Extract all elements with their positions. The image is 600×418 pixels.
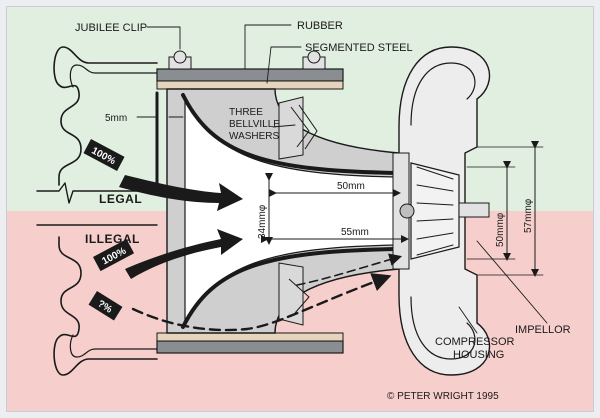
compressor-volute-lower	[410, 296, 476, 360]
leader-impellor	[476, 240, 548, 324]
label-illegal: ILLEGAL	[85, 232, 140, 246]
label-dim-55mm: 55mm	[341, 227, 369, 238]
label-segmented-steel: SEGMENTED STEEL	[305, 42, 413, 54]
leader-rubber	[244, 24, 292, 70]
label-dim-50mm-vert: 50mmφ	[495, 212, 506, 247]
jubilee-band-top	[156, 68, 344, 82]
label-compressor-2: HOUSING	[453, 349, 504, 361]
segmented-steel-top	[156, 80, 344, 90]
label-gap-5mm: 5mm	[105, 113, 127, 124]
bellville-washers	[278, 96, 318, 326]
label-copyright: © PETER WRIGHT 1995	[387, 391, 499, 402]
rubber-hose-lower	[53, 236, 158, 376]
dim-ext-lines	[466, 146, 544, 276]
label-legal: LEGAL	[99, 192, 142, 206]
jubilee-clip-screw-left	[168, 50, 192, 70]
leader-compressor	[458, 306, 478, 334]
insert-lower	[181, 247, 401, 329]
label-dim-50mm: 50mm	[337, 181, 365, 192]
jubilee-band-bottom	[156, 340, 344, 354]
rubber-hose-lower-inner	[69, 334, 158, 358]
diagram-frame: 100% 100% ?% JUBILEE CLIP RUBBER SEGMENT…	[6, 6, 594, 412]
compressor-volute-upper	[410, 62, 476, 126]
impellor	[399, 162, 490, 260]
label-rubber: RUBBER	[297, 20, 343, 32]
leader-bellville	[272, 124, 296, 128]
rubber-hose-upper	[53, 46, 158, 186]
leader-steel	[266, 46, 302, 84]
label-jubilee-clip: JUBILEE CLIP	[75, 22, 147, 34]
jubilee-clip-screw-right	[302, 50, 326, 70]
label-bellville-1: THREE	[229, 107, 263, 118]
insert-upper	[181, 93, 401, 175]
segmented-steel-bottom	[156, 332, 344, 342]
leader-jubilee	[146, 26, 181, 50]
label-impellor: IMPELLOR	[515, 324, 571, 336]
flow-badge-illegal-lower: ?%	[88, 291, 123, 321]
label-bellville-2: BELLVILLE	[229, 119, 280, 130]
flow-arrow-legal	[119, 175, 243, 211]
flow-arrow-illegal-lower	[131, 273, 392, 332]
restrictor-diagram: 100% 100% ?% JUBILEE CLIP RUBBER SEGMENT…	[7, 7, 593, 411]
flow-arrow-illegal-upper	[125, 229, 243, 279]
flow-arrow-internal	[296, 253, 403, 286]
break-line	[36, 182, 158, 226]
label-bellville-3: WASHERS	[229, 131, 280, 142]
label-dim-34mm: 34mmφ	[257, 204, 268, 239]
rubber-hose-upper-inner	[69, 64, 158, 88]
label-compressor-1: COMPRESSOR	[435, 336, 515, 348]
label-dim-57mm: 57mmφ	[523, 198, 534, 233]
